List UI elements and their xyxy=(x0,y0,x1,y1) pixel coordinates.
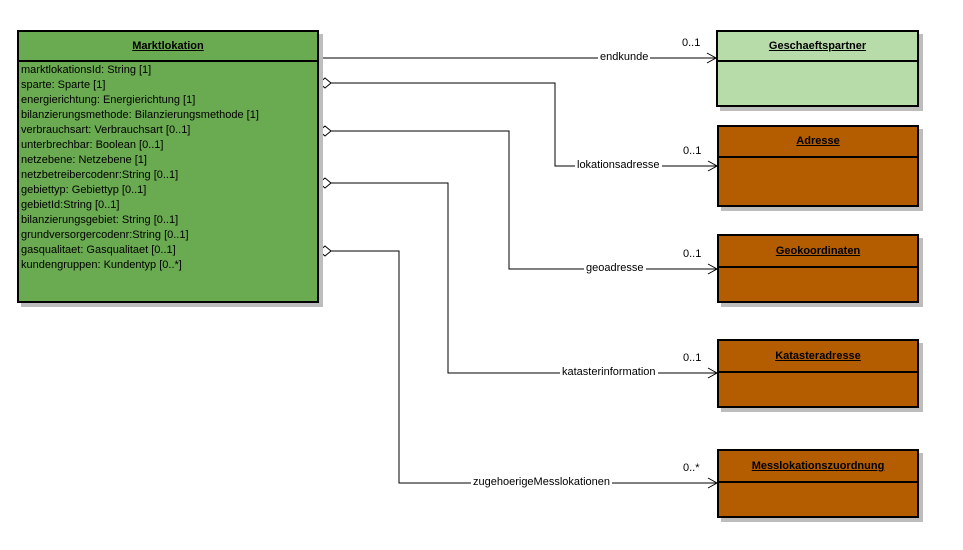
class-messlokationszuordnung[interactable]: Messlokationszuordnung xyxy=(717,449,919,518)
role-label-zugehoerige-messlokationen: zugehoerigeMesslokationen xyxy=(471,476,612,489)
attribute-row: gebietId:String [0..1] xyxy=(21,199,120,211)
attribute-row: marktlokationsId: String [1] xyxy=(21,64,152,76)
class-title: Adresse xyxy=(719,127,917,158)
multiplicity-geoadresse: 0..1 xyxy=(683,248,702,260)
association-line[interactable] xyxy=(331,130,717,270)
class-title: Katasteradresse xyxy=(719,341,917,373)
attribute-row: bilanzierungsmethode: Bilanzierungsmetho… xyxy=(21,109,259,121)
attribute-row: grundversorgercodenr:String [0..1] xyxy=(21,229,189,241)
attribute-list: marktlokationsId: String [1] sparte: Spar… xyxy=(19,62,317,273)
class-geokoordinaten[interactable]: Geokoordinaten xyxy=(717,234,919,303)
association-line[interactable] xyxy=(331,182,717,374)
attribute-row: kundengruppen: Kundentyp [0..*] xyxy=(21,259,182,271)
role-label-endkunde: endkunde xyxy=(598,51,651,64)
class-geschaeftspartner[interactable]: Geschaeftspartner xyxy=(716,30,919,107)
multiplicity-endkunde: 0..1 xyxy=(682,37,701,49)
attribute-row: verbrauchsart: Verbrauchsart [0..1] xyxy=(21,124,191,136)
attribute-row: energierichtung: Energierichtung [1] xyxy=(21,94,196,106)
attribute-row: netzbetreibercodenr:String [0..1] xyxy=(21,169,179,181)
class-katasteradresse[interactable]: Katasteradresse xyxy=(717,339,919,408)
attribute-row: bilanzierungsgebiet: String [0..1] xyxy=(21,214,179,226)
attribute-row: netzebene: Netzebene [1] xyxy=(21,154,147,166)
role-label-katasterinformation: katasterinformation xyxy=(560,366,658,379)
aggregation-diamond xyxy=(318,77,332,89)
aggregation-diamond xyxy=(318,245,332,257)
aggregation-diamond xyxy=(318,177,332,189)
class-title: Marktlokation xyxy=(19,32,317,62)
class-title: Messlokationszuordnung xyxy=(719,451,917,483)
multiplicity-zugehoerige-messlokationen: 0..* xyxy=(683,462,700,474)
attribute-row: gasqualitaet: Gasqualitaet [0..1] xyxy=(21,244,176,256)
class-title: Geokoordinaten xyxy=(719,236,917,268)
class-marktlokation[interactable]: Marktlokation marktlokationsId: String [… xyxy=(17,30,319,303)
role-label-geoadresse: geoadresse xyxy=(584,262,646,275)
association-line[interactable] xyxy=(331,82,717,167)
attribute-row: sparte: Sparte [1] xyxy=(21,79,106,91)
association-line[interactable] xyxy=(331,250,717,484)
class-adresse[interactable]: Adresse xyxy=(717,125,919,207)
class-title: Geschaeftspartner xyxy=(718,32,917,62)
attribute-row: gebiettyp: Gebiettyp [0..1] xyxy=(21,184,147,196)
attribute-row: unterbrechbar: Boolean [0..1] xyxy=(21,139,164,151)
role-label-lokationsadresse: lokationsadresse xyxy=(575,159,662,172)
multiplicity-katasterinformation: 0..1 xyxy=(683,352,702,364)
aggregation-diamond xyxy=(318,125,332,137)
multiplicity-lokationsadresse: 0..1 xyxy=(683,145,702,157)
